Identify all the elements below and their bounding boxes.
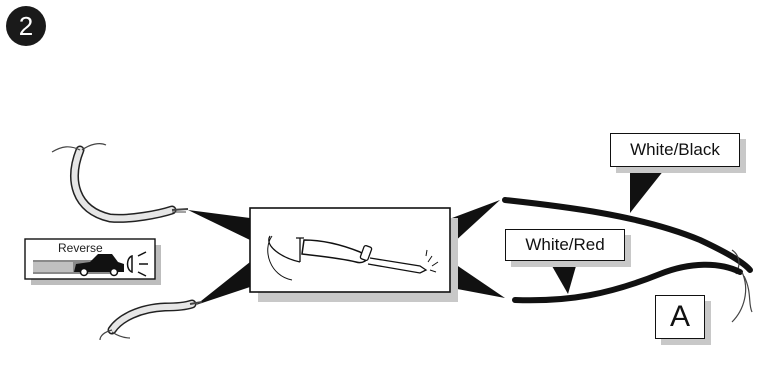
reverse-light-label: Reverse xyxy=(58,241,103,255)
connector-label-a: A xyxy=(655,295,705,339)
pointer-wedge-right-bottom xyxy=(452,262,505,298)
wire-white-red xyxy=(512,261,753,323)
step-number-badge: 2 xyxy=(6,6,46,46)
reverse-car-light-icon xyxy=(24,238,161,285)
stripped-wire-bottom xyxy=(99,299,203,341)
soldering-iron-icon xyxy=(267,235,439,281)
label-white-black: White/Black xyxy=(610,133,740,167)
pointer-wedge-left-bottom xyxy=(196,262,250,305)
pointer-wedge-left-top xyxy=(188,210,250,240)
pointer-wedge-right-top xyxy=(452,200,500,244)
callout-pointer-white-red xyxy=(548,259,578,294)
stripped-wire-top xyxy=(51,143,189,223)
callout-pointer-white-black xyxy=(630,165,668,213)
label-white-red: White/Red xyxy=(505,229,625,261)
